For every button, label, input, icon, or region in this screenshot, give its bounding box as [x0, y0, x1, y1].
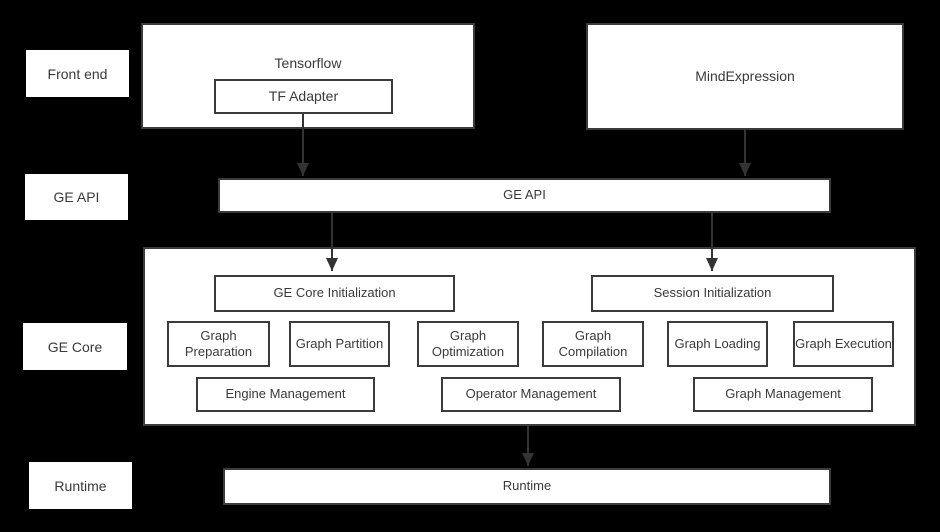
session-initialization-box: Session Initialization — [591, 275, 834, 312]
graph-compilation-box: Graph Compilation — [542, 321, 644, 367]
graph-loading-box: Graph Loading — [667, 321, 768, 367]
layer-label-front-end: Front end — [26, 50, 129, 97]
arrow-tf-adapter-to-ge-api — [302, 114, 304, 176]
graph-execution-box: Graph Execution — [793, 321, 894, 367]
graph-management-label: Graph Management — [725, 386, 841, 402]
ge-core-initialization-box: GE Core Initialization — [214, 275, 455, 312]
mindexpression-box: MindExpression — [586, 23, 904, 130]
ge-api-bar-label: GE API — [503, 187, 546, 203]
graph-optimization-label: Graph Optimization — [431, 327, 505, 359]
operator-management-label: Operator Management — [465, 386, 597, 402]
arrow-ge-api-to-ge-core-initialization — [331, 213, 333, 271]
mindexpression-label: MindExpression — [695, 67, 795, 84]
arrow-ge-core-to-runtime — [527, 426, 529, 466]
graph-optimization-box: Graph Optimization — [417, 321, 519, 367]
tf-adapter-box: TF Adapter — [214, 79, 393, 114]
graph-partition-box: Graph Partition — [289, 321, 390, 367]
graph-preparation-label: Graph Preparation — [184, 327, 253, 359]
arrow-mindexpression-to-ge-api — [744, 130, 746, 176]
graph-partition-label: Graph Partition — [295, 335, 384, 351]
graph-management-box: Graph Management — [693, 377, 873, 412]
arrow-ge-api-to-session-initialization — [711, 213, 713, 271]
ge-core-initialization-label: GE Core Initialization — [273, 285, 396, 301]
graph-loading-label: Graph Loading — [674, 335, 761, 351]
layer-label-runtime: Runtime — [29, 462, 132, 509]
layer-label-ge-core: GE Core — [23, 323, 127, 370]
tf-adapter-label: TF Adapter — [268, 87, 339, 104]
engine-management-label: Engine Management — [225, 386, 346, 402]
operator-management-box: Operator Management — [441, 377, 621, 412]
runtime-bar: Runtime — [223, 468, 831, 505]
engine-management-box: Engine Management — [196, 377, 375, 412]
graph-compilation-label: Graph Compilation — [558, 327, 628, 359]
session-initialization-label: Session Initialization — [653, 285, 772, 301]
ge-api-bar: GE API — [218, 178, 831, 213]
tensorflow-box: Tensorflow TF Adapter — [141, 23, 475, 129]
tensorflow-label: Tensorflow — [274, 55, 342, 71]
graph-preparation-box: Graph Preparation — [167, 321, 270, 367]
layer-label-ge-api: GE API — [25, 174, 128, 220]
ge-core-box: GE Core Initialization Session Initializ… — [143, 247, 916, 426]
graph-execution-label: Graph Execution — [795, 335, 892, 351]
runtime-bar-label: Runtime — [502, 478, 552, 494]
